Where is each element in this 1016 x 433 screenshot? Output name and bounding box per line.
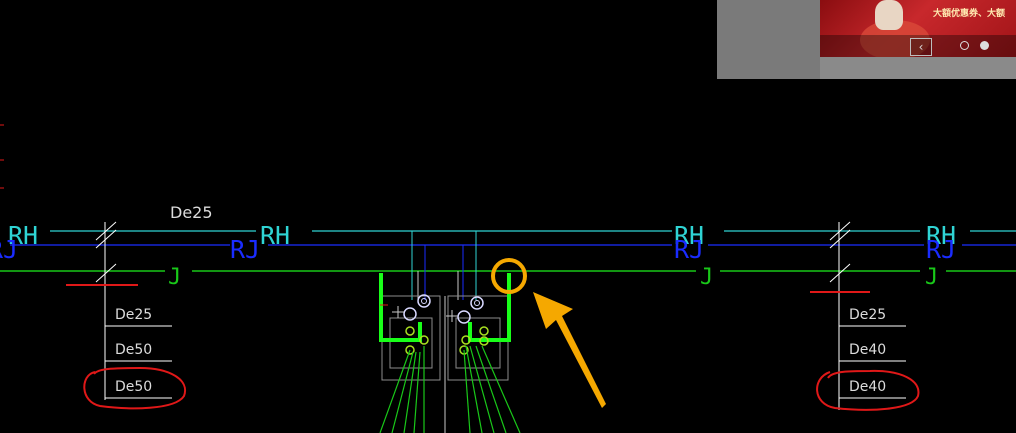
red-circle-annotation-right	[816, 369, 920, 411]
banner-text: 大額优惠券、大额	[933, 9, 1006, 19]
riser-left-sizes: De25 De50 De50	[115, 307, 152, 395]
riser-left-size-1: De25	[115, 307, 152, 323]
rh-label-1: RH	[8, 221, 38, 250]
pipe-labels: RH RJ RH RJ RH RJ RH RJ J J J	[0, 221, 956, 290]
rj-label-4: RJ	[926, 235, 956, 264]
highlight-circle	[491, 258, 527, 294]
popup-overlay[interactable]: 大額优惠券、大额 ‹	[717, 0, 1016, 79]
riser-right-size-1: De25	[849, 307, 886, 323]
banner-navigation: ‹	[820, 35, 1016, 57]
rh-label-4: RH	[926, 221, 956, 250]
j-label-1: J	[168, 265, 181, 290]
rh-label-2: RH	[260, 221, 290, 250]
rj-label-1: RJ	[0, 235, 18, 264]
riser-right-size-2: De40	[849, 342, 886, 358]
j-label-3: J	[925, 265, 938, 290]
riser-right-sizes: De25 De40 De40	[849, 307, 886, 395]
red-circle-annotation-left	[83, 366, 187, 410]
rj-label-2: RJ	[230, 235, 260, 264]
carousel-dot-2-active[interactable]	[980, 41, 989, 50]
carousel-dot-1[interactable]	[960, 41, 969, 50]
edge-ticks	[0, 124, 4, 189]
arrow-icon	[533, 292, 606, 408]
top-pipe-size-label: De25	[170, 203, 213, 222]
riser-left-size-2: De50	[115, 342, 152, 358]
popup-bottom-strip	[820, 57, 1016, 79]
chevron-left-icon[interactable]: ‹	[910, 38, 932, 56]
rj-label-3: RJ	[674, 235, 704, 264]
j-label-2: J	[700, 265, 713, 290]
riser-left-size-3: De50	[115, 379, 152, 395]
equipment-block[interactable]	[379, 231, 521, 433]
rh-label-3: RH	[674, 221, 704, 250]
riser-right-size-3: De40	[849, 379, 886, 395]
riser-right[interactable]	[810, 221, 906, 410]
promo-banner[interactable]: 大額优惠券、大额 ‹	[820, 0, 1016, 57]
banner-character-image	[875, 0, 903, 30]
